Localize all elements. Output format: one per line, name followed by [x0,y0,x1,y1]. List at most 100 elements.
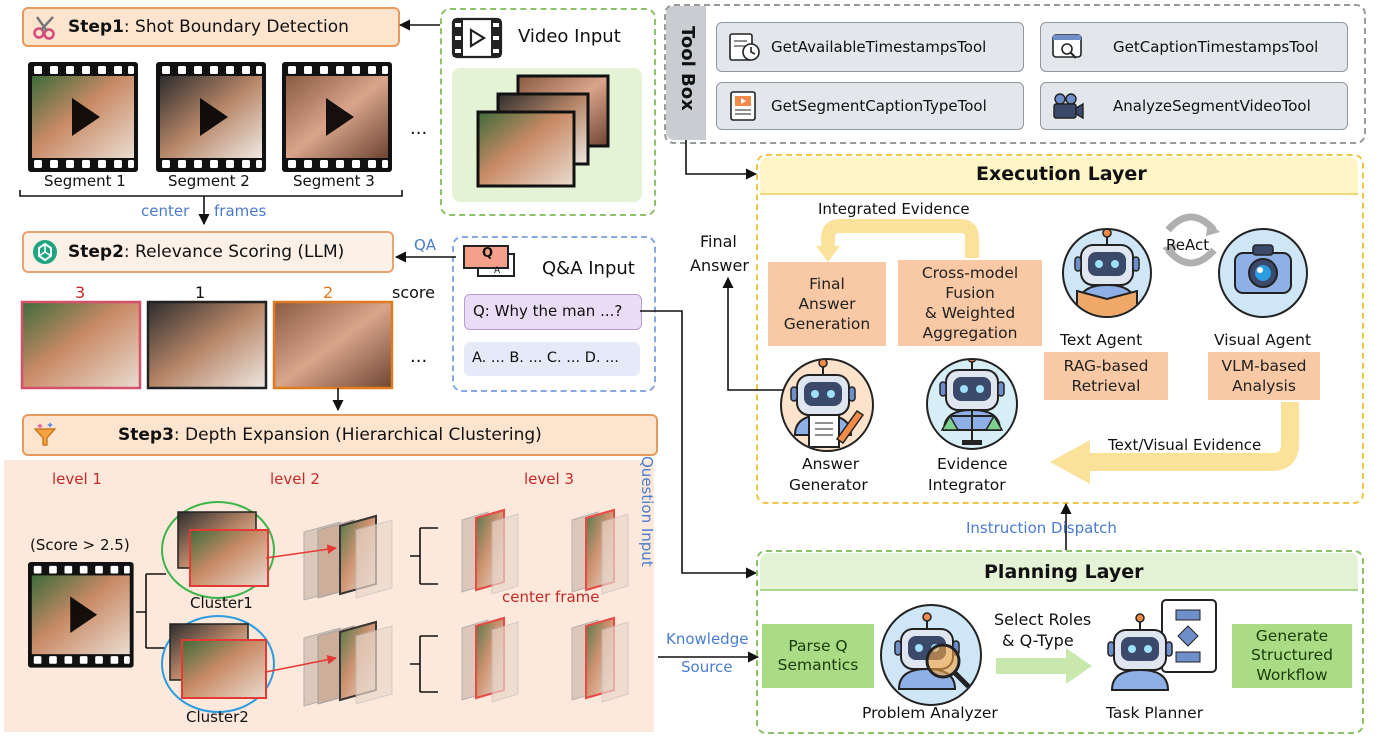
visual-agent-avatar [1218,228,1308,318]
toolbox-title-bar [666,6,706,140]
parse-q-semantics-box: Parse Q Semantics [762,624,874,688]
react-cycle-icon [1162,213,1220,267]
answer-generator-label-1: Answer [802,455,860,473]
qa-icon-a: A [494,266,501,276]
film-icon [451,17,503,59]
planning-title: Planning Layer [984,561,1144,583]
options-bubble: A. ... B. ... C. ... D. ... [464,342,640,376]
video-input-title: Video Input [518,26,621,47]
step3-box: Step3: Depth Expansion (Hierarchical Clu… [22,414,658,456]
funnel-icon [33,422,57,446]
step1-box: Step1: Shot Boundary Detection [22,7,400,47]
score-2: 2 [323,283,334,302]
planning-title-bar [760,553,1358,591]
segment-3-label: Segment 3 [293,172,375,190]
tool-2-label: GetCaptionTimestampsTool [1113,38,1319,56]
segment-3-frame [282,62,392,172]
execution-title: Execution Layer [976,163,1147,185]
scissors-icon [33,16,55,40]
question-input-label: Question Input [638,456,656,567]
instruction-dispatch-label: Instruction Dispatch [966,519,1117,537]
arrow-video-to-step1 [398,19,440,31]
tool-analyze-segment-video: AnalyzeSegmentVideoTool [1040,82,1348,130]
scored-frames [20,300,394,390]
openai-icon [33,240,57,264]
video-stack [476,74,610,188]
rag-retrieval-box: RAG-based Retrieval [1044,352,1168,400]
select-roles-label-2: & Q-Type [1002,631,1074,650]
qa-icon [463,245,515,277]
play-icon [326,98,354,136]
segment-1-label: Segment 1 [44,172,126,190]
play-icon [200,98,228,136]
score-1: 1 [195,283,206,302]
score-arrow-label: score [392,283,435,302]
answer-generator-label-2: Generator [789,476,868,494]
select-roles-arrow [996,648,1092,684]
step3-bold: Step3 [118,425,174,445]
tool-4-label: AnalyzeSegmentVideoTool [1113,97,1311,115]
step3-title: Depth Expansion (Hierarchical Clustering… [185,425,542,445]
problem-analyzer-avatar [880,604,982,706]
source-label: Source [681,658,733,676]
text-visual-evidence-label: Text/Visual Evidence [1108,436,1262,454]
final-answer-label-2: Answer [690,256,749,275]
react-label: ReAct [1166,236,1210,254]
tool-get-available-timestamps: GetAvailableTimestampsTool [716,22,1024,72]
segment-ellipsis: ... [410,118,428,139]
knowledge-source-arrow [658,651,760,663]
knowledge-label: Knowledge [666,630,749,648]
text-agent-avatar [1062,228,1152,318]
evidence-integrator-avatar [926,358,1018,450]
planning-layer-box [756,550,1364,734]
qa-input-title: Q&A Input [542,258,635,279]
evidence-integrator-label-2: Integrator [928,476,1006,494]
question-text: Q: Why the man ...? [473,302,623,320]
tool-get-caption-timestamps: GetCaptionTimestampsTool [1040,22,1348,72]
options-text: A. ... B. ... C. ... D. ... [472,350,619,366]
segment-2-frame [156,62,266,172]
step1-bold: Step1 [68,17,124,37]
question-input-arrow [640,310,758,579]
arrow-toolbox-to-execution [685,140,758,180]
select-roles-label-1: Select Roles [994,610,1092,629]
tool-get-segment-caption-type: GetSegmentCaptionTypeTool [716,82,1024,130]
task-planner-label: Task Planner [1106,704,1204,722]
step2-bold: Step2 [68,242,124,262]
step1-title: Shot Boundary Detection [135,17,349,37]
score-3: 3 [75,283,86,302]
level-3-label: level 3 [524,470,574,488]
cross-model-fusion-box: Cross-model Fusion & Weighted Aggregatio… [898,260,1042,346]
final-answer-generation-box: Final Answer Generation [768,262,886,346]
task-planner-avatar [1102,596,1220,704]
frames-label: frames [214,202,267,220]
center-frame-label: center frame [502,588,600,606]
document-video-icon [730,91,756,121]
integrated-evidence-label: Integrated Evidence [818,200,970,218]
video-input-box [440,8,656,216]
arrow-to-step3 [332,388,344,412]
toolbox-box [664,4,1366,144]
evidence-integrator-label-1: Evidence [937,455,1008,473]
segment-frames [28,62,392,172]
final-answer-arrow [722,276,784,391]
answer-generator-avatar [780,358,874,452]
qa-arrow-label: QA [414,236,437,254]
text-agent-label: Text Agent [1060,331,1143,349]
segment-1-frame [28,62,138,172]
clock-icon [729,33,760,61]
execution-layer-box [756,154,1364,504]
text-visual-evidence-arrow [1050,402,1299,484]
qa-icon-q: Q [482,246,494,261]
generate-workflow-box: Generate Structured Workflow [1232,624,1352,688]
level-1-label: level 1 [52,470,102,488]
level-2-label: level 2 [270,470,320,488]
integrated-evidence-arrow [816,219,979,262]
play-icon [72,98,100,136]
segment-brace [19,190,403,226]
center-label: center [141,202,190,220]
qa-input-box [452,236,656,392]
final-answer-label-1: Final [700,232,737,251]
step2-box: Step2: Relevance Scoring (LLM) [22,231,394,273]
toolbox-title: Tool Box [677,26,698,111]
